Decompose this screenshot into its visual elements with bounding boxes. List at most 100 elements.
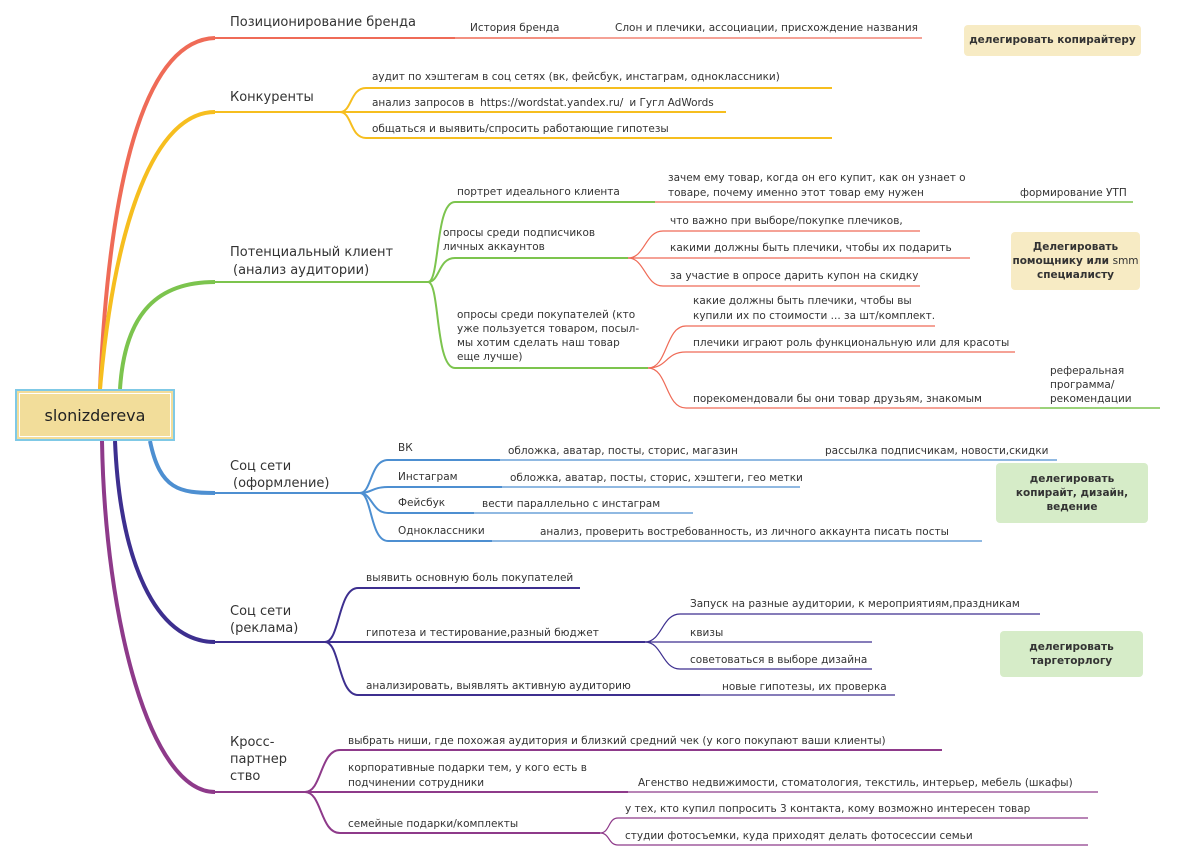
branch-client-label-line1: Потенциальный клиент — [230, 245, 393, 260]
edge-buyers-item3 — [647, 367, 1040, 409]
edge-buyers-item2 — [647, 351, 1015, 369]
cross-corporate-detail: Агенство недвижимости, стоматология, тек… — [638, 777, 1073, 789]
branch-cross-label-line1: Кросс- — [230, 735, 275, 750]
cross-corporate-line1: корпоративные подарки тем, у кого есть в — [348, 762, 587, 774]
client-pb-item1-line1: какие должны быть плечики, чтобы вы — [693, 295, 912, 307]
cross-niches: выбрать ниши, где похожая аудитория и бл… — [348, 735, 886, 747]
note-delegate-copywriter[interactable]: делегировать копирайтеру — [964, 25, 1141, 56]
edge-sd-instagram — [359, 486, 502, 494]
client-pb-item2: плечики играют роль функциональную или д… — [693, 337, 1009, 349]
client-polls-buyers-line4: еще лучше) — [457, 351, 522, 363]
sd-vk-detail: обложка, аватар, посты, сторис, магазин — [508, 445, 738, 457]
client-polls-buyers-line1: опросы среди покупателей (кто — [457, 309, 635, 321]
edge-client-personal — [427, 257, 628, 283]
edge-hyp-item3 — [644, 641, 872, 670]
edge-competitors-talk — [339, 111, 832, 139]
brand-history-detail: Слон и плечики, ассоциации, присхождение… — [615, 22, 918, 34]
client-polls-buyers-line3: мы хотим сделать наш товар — [457, 337, 620, 349]
sd-vk: ВК — [398, 442, 413, 454]
client-referral-line3: рекомендации — [1050, 393, 1132, 405]
branch-brand-label: Позиционирование бренда — [230, 15, 416, 30]
edge-client-buyers — [427, 281, 648, 369]
branch-cross-label-line2: партнер — [230, 752, 287, 767]
client-portrait: портрет идеального клиента — [457, 186, 620, 198]
cross-corporate-line2: подчинении сотрудники — [348, 777, 484, 789]
client-portrait-detail-line1: зачем ему товар, когда он его купит, как… — [668, 172, 966, 184]
edge-sa-analyze — [324, 641, 700, 696]
client-pp-item3: за участие в опросе дарить купон на скид… — [670, 270, 918, 282]
edge-hyp-item1 — [644, 613, 1040, 643]
note-social-line1: делегировать — [1029, 472, 1115, 485]
edge-buyers-item1 — [647, 325, 935, 369]
note-targeting-line2: таргеторлогу — [1030, 655, 1113, 667]
branch-social-design-label-line2: (оформление) — [233, 476, 329, 491]
note-assistant-line2: помощнику или smm — [1012, 254, 1139, 267]
edge-sd-ok — [359, 492, 492, 542]
edge-family-item1 — [599, 817, 1088, 834]
edge-root-social-ads — [113, 440, 216, 644]
sd-ok-detail: анализ, проверить востребованность, из л… — [540, 526, 949, 538]
sd-facebook: Фейсбук — [398, 497, 445, 509]
note-delegate-social[interactable]: делегировать копирайт, дизайн, ведение — [996, 463, 1148, 523]
edge-cross-family — [304, 791, 600, 834]
cross-family: семейные подарки/комплекты — [348, 818, 518, 830]
root-node[interactable]: slonizdereva — [15, 389, 175, 441]
edge-root-cross — [100, 440, 216, 794]
edge-root-brand — [98, 36, 216, 390]
sa-h-item1: Запуск на разные аудитории, к мероприяти… — [690, 598, 1020, 610]
branch-cross-label-line3: ство — [230, 769, 260, 784]
cross-family-item2: студии фотосъемки, куда приходят делать … — [625, 830, 973, 842]
note-assistant-line1: Делегировать — [1032, 240, 1119, 253]
edge-client-portrait — [427, 201, 655, 283]
edge-root-competitors — [98, 110, 216, 390]
client-pb-item3: порекомендовали бы они товар друзьям, зн… — [693, 393, 982, 405]
sd-instagram: Инстаграм — [398, 471, 458, 483]
sd-facebook-detail: вести параллельно с инстаграм — [482, 498, 660, 510]
cross-family-item1: у тех, кто купил попросить 3 контакта, к… — [625, 803, 1031, 815]
branch-competitors-label: Конкуренты — [230, 90, 314, 105]
branch-social-ads-label-line2: (реклама) — [230, 621, 298, 636]
note-targeting-line1: делегировать — [1029, 640, 1114, 653]
brand-history: История бренда — [470, 22, 559, 34]
client-pp-item1: что важно при выборе/покупке плечиков, — [670, 215, 903, 227]
edge-family-item2 — [599, 832, 1088, 846]
edge-root-social-design — [148, 440, 216, 495]
edge-personal-item3 — [627, 257, 920, 287]
note-delegate-targeting[interactable]: делегировать таргеторлогу — [1000, 631, 1143, 677]
client-usp: формирование УТП — [1020, 187, 1127, 199]
sa-h-item2: квизы — [690, 627, 723, 639]
sd-vk-mailing: рассылка подписчикам, новости,скидки — [825, 445, 1049, 457]
client-polls-personal-line1: опросы среди подписчиков — [443, 227, 595, 239]
note-delegate-assistant[interactable]: Делегировать помощнику или smm специалис… — [1011, 232, 1140, 290]
root-node-label: slonizdereva — [44, 405, 146, 425]
competitors-audit: аудит по хэштегам в соц сетях (вк, фейсб… — [372, 71, 780, 83]
sa-pain: выявить основную боль покупателей — [366, 572, 573, 584]
branch-social-ads-label-line1: Соц сети — [230, 604, 291, 619]
client-referral-line1: реферальная — [1050, 365, 1124, 377]
edge-cross-niches — [304, 749, 942, 793]
client-referral-line2: программа/ — [1050, 379, 1115, 391]
client-polls-personal-line2: личных аккаунтов — [443, 241, 545, 253]
note-social-line2: копирайт, дизайн, — [1015, 486, 1129, 499]
sa-hypothesis: гипотеза и тестирование,разный бюджет — [366, 627, 599, 639]
sa-analyze: анализировать, выявлять активную аудитор… — [366, 680, 631, 692]
client-pp-item2: какими должны быть плечики, чтобы их под… — [670, 242, 952, 254]
note-assistant-line3: специалисту — [1036, 269, 1115, 282]
client-pb-item1-line2: купили их по стоимости ... за шт/комплек… — [693, 310, 935, 322]
root-node-inner-border — [19, 393, 171, 437]
client-portrait-detail-line2: товаре, почему именно этот товар ему нуж… — [668, 187, 924, 199]
edge-root-client — [118, 280, 216, 390]
competitors-talk: общаться и выявить/спросить работающие г… — [372, 123, 669, 135]
note-delegate-copywriter-text: делегировать копирайтеру — [969, 34, 1136, 47]
edge-personal-item1 — [627, 230, 920, 259]
branch-social-design-label-line1: Соц сети — [230, 459, 291, 474]
sd-ok: Одноклассники — [398, 525, 485, 537]
sa-h-item3: советоваться в выборе дизайна — [690, 654, 867, 666]
edge-sa-pain — [324, 587, 580, 643]
branch-client-label-line2: (анализ аудитории) — [233, 263, 369, 278]
client-polls-buyers-line2: уже пользуется товаром, посыл- — [457, 323, 639, 335]
note-social-line3: ведение — [1046, 501, 1098, 514]
sa-analyze-detail: новые гипотезы, их проверка — [722, 681, 887, 693]
